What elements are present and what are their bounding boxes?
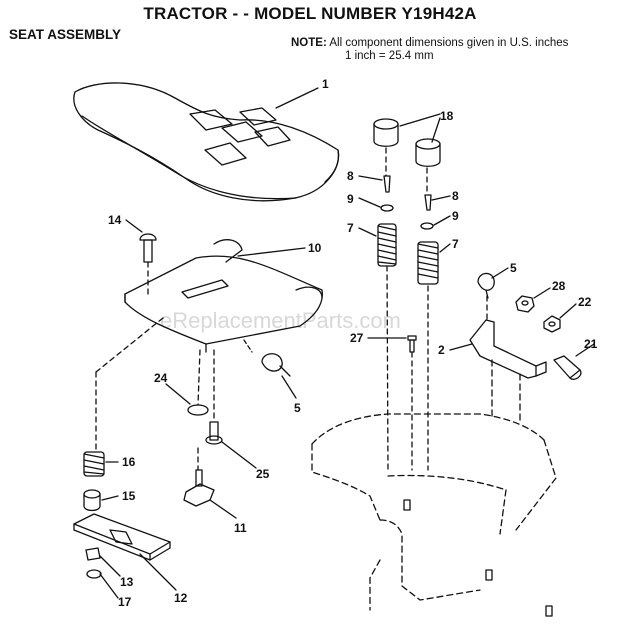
callout-24: 24 xyxy=(154,371,168,385)
callout-21: 21 xyxy=(584,337,598,351)
assembly-lines-left xyxy=(95,261,215,471)
nut-22-part xyxy=(543,315,561,333)
callout-9a: 9 xyxy=(347,192,354,206)
callout-16: 16 xyxy=(122,455,136,469)
screw-part xyxy=(380,175,434,230)
seat-pan-part xyxy=(124,239,324,353)
callout-8b: 8 xyxy=(452,189,459,203)
callout-28: 28 xyxy=(552,279,566,293)
callout-18: 18 xyxy=(440,109,454,123)
note-label: NOTE: xyxy=(291,37,327,49)
callout-9b: 9 xyxy=(452,209,459,223)
callout-8a: 8 xyxy=(347,169,354,183)
bracket-part xyxy=(469,319,547,379)
slide-bracket-part xyxy=(73,513,171,561)
lever-part xyxy=(477,272,495,299)
callout-13: 13 xyxy=(120,575,134,589)
nut-part xyxy=(85,547,102,579)
callout-17: 17 xyxy=(118,595,132,609)
callout-1: 1 xyxy=(322,77,329,91)
bumper-part xyxy=(373,118,441,167)
bolt-25-part xyxy=(205,421,223,445)
washer-part xyxy=(187,404,209,416)
callout-14: 14 xyxy=(108,213,122,227)
bolt-21-part xyxy=(553,355,582,380)
callout-27: 27 xyxy=(350,331,364,345)
note-line2: 1 inch = 25.4 mm xyxy=(345,50,434,62)
screw-27-part xyxy=(407,335,417,353)
callout-7b: 7 xyxy=(452,237,459,251)
callout-7a: 7 xyxy=(347,221,354,235)
callout-5-left: 5 xyxy=(294,401,301,415)
callout-5-right: 5 xyxy=(510,261,517,275)
chassis-bolts xyxy=(403,499,553,617)
spring-16-part xyxy=(83,451,105,477)
spacer-part xyxy=(83,489,101,512)
knob-part xyxy=(261,353,291,377)
leader-1 xyxy=(275,87,319,109)
note-line1: All component dimensions given in U.S. i… xyxy=(329,37,569,49)
callout-15: 15 xyxy=(122,489,136,503)
dimension-note: NOTE: All component dimensions given in … xyxy=(291,37,568,63)
callout-10: 10 xyxy=(308,241,322,255)
assembly-lines-right xyxy=(385,147,488,471)
callout-12: 12 xyxy=(174,591,188,605)
page-title: TRACTOR - - MODEL NUMBER Y19H42A xyxy=(143,4,477,23)
nut-28-part xyxy=(515,295,535,313)
watermark: eReplacementParts.com xyxy=(160,308,401,333)
callout-25: 25 xyxy=(256,467,270,481)
knob-11-part xyxy=(183,469,215,507)
callout-22: 22 xyxy=(578,295,592,309)
callout-2: 2 xyxy=(438,343,445,357)
callout-11: 11 xyxy=(234,521,247,535)
seat-part xyxy=(73,82,340,202)
bolt-part xyxy=(139,233,157,263)
chassis-outline xyxy=(311,359,557,611)
section-title: SEAT ASSEMBLY xyxy=(9,27,122,42)
